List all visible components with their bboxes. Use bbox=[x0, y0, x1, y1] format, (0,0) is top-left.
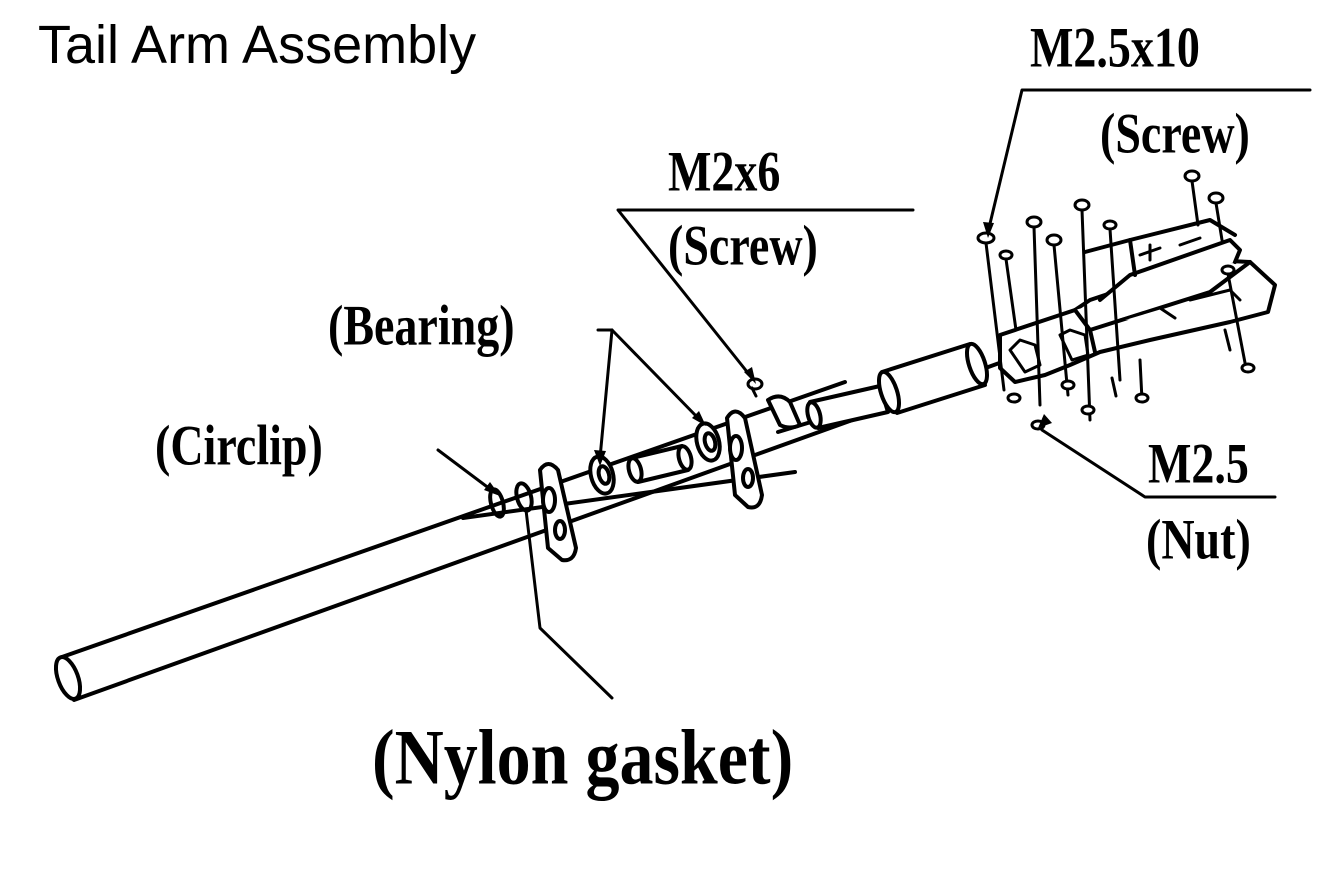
large-sleeve bbox=[876, 341, 990, 415]
nylon-gasket-part bbox=[514, 481, 534, 513]
label-screw-large-size: M2.5x10 bbox=[1030, 15, 1200, 79]
coupling-tube bbox=[805, 384, 890, 430]
small-screw-part bbox=[746, 377, 764, 398]
label-screw-small-size: M2x6 bbox=[668, 139, 781, 203]
bearing-right-part bbox=[694, 421, 722, 463]
spacer-sleeve bbox=[626, 444, 694, 484]
leader-lines bbox=[436, 88, 1312, 700]
label-nut-name: (Nut) bbox=[1146, 507, 1251, 571]
clamp-right bbox=[725, 409, 764, 510]
label-screw-small-name: (Screw) bbox=[668, 213, 818, 277]
nuts bbox=[1006, 362, 1256, 431]
label-circlip: (Circlip) bbox=[155, 413, 323, 477]
arrowheads bbox=[484, 222, 1052, 496]
label-nylon-gasket: (Nylon gasket) bbox=[372, 713, 794, 801]
page-title: Tail Arm Assembly bbox=[38, 15, 477, 75]
clamp-left bbox=[538, 462, 578, 563]
label-screw-large-name: (Screw) bbox=[1100, 101, 1250, 165]
label-nut-size: M2.5 bbox=[1148, 431, 1249, 495]
large-screws bbox=[976, 169, 1248, 422]
hinge-piece bbox=[766, 394, 802, 430]
label-bearing: (Bearing) bbox=[328, 293, 515, 357]
